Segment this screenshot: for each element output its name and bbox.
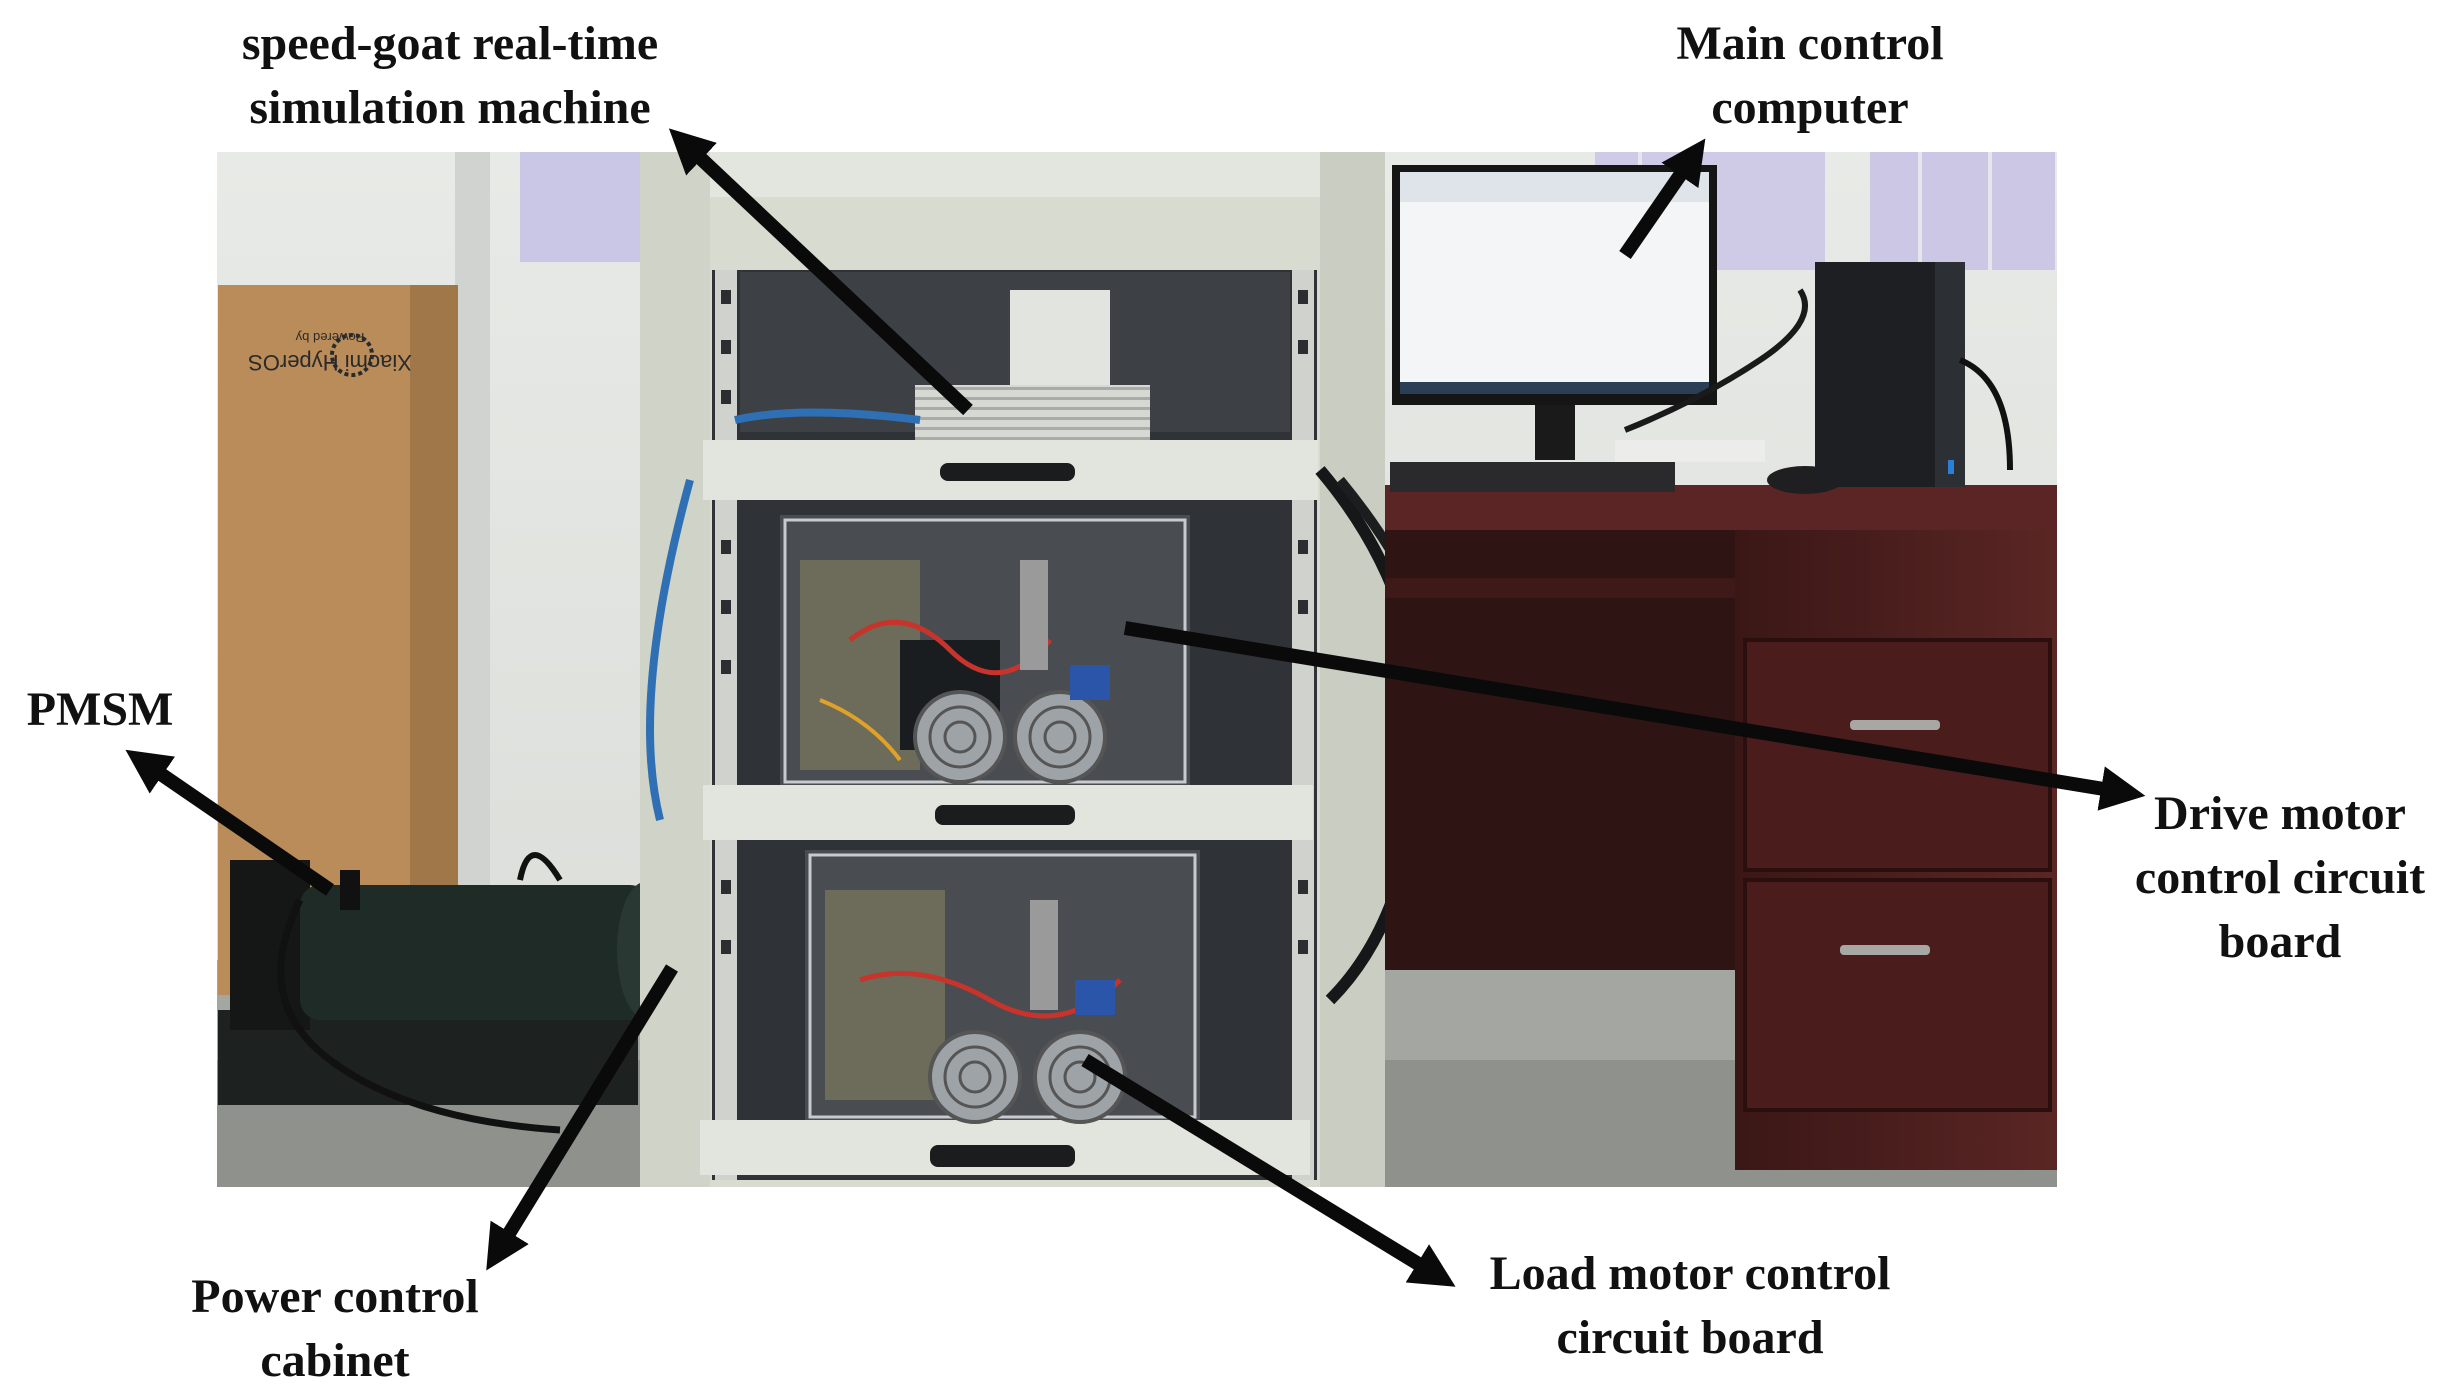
load-board-enclosure xyxy=(805,850,1200,1124)
window-left xyxy=(520,152,640,262)
label-drive-board-line3: board xyxy=(2218,915,2342,968)
label-power-cabinet-line1: Power control xyxy=(191,1270,479,1323)
arrow-speedgoat xyxy=(668,128,973,416)
arrow-pmsm xyxy=(125,749,334,896)
label-drive-board-line2: control circuit xyxy=(2134,851,2426,904)
label-main-computer-line2: computer xyxy=(1711,81,1909,134)
lab-photo: Xiaomi HyperOS Powered by xyxy=(217,152,2057,1187)
arrow-drive-board xyxy=(1123,621,2146,811)
label-drive-motor-board: Drive motor control circuit board xyxy=(2105,782,2455,974)
arrow-load-board xyxy=(1081,1054,1456,1287)
label-pmsm-line1: PMSM xyxy=(26,683,174,736)
label-speedgoat-line1: speed-goat real-time xyxy=(241,17,659,70)
label-load-motor-board: Load motor control circuit board xyxy=(1440,1242,1940,1370)
box-brand-text: Xiaomi HyperOS xyxy=(248,350,412,375)
power-control-cabinet xyxy=(640,152,1461,1187)
label-drive-board-line1: Drive motor xyxy=(2154,787,2406,840)
drive-board-enclosure xyxy=(780,515,1190,785)
label-load-board-line2: circuit board xyxy=(1556,1311,1824,1364)
label-load-board-line1: Load motor control xyxy=(1489,1247,1891,1300)
pmsm-motor xyxy=(218,852,673,1134)
box-brand-subtext: Powered by xyxy=(295,330,364,345)
arrow-main-computer xyxy=(1619,138,1706,259)
desk xyxy=(1385,485,2057,1170)
label-power-control-cabinet: Power control cabinet xyxy=(160,1265,510,1393)
label-speedgoat-line2: simulation machine xyxy=(249,81,651,134)
tower-pc xyxy=(1815,262,2013,487)
label-power-cabinet-line2: cabinet xyxy=(260,1334,410,1387)
label-speedgoat-machine: speed-goat real-time simulation machine xyxy=(200,12,700,140)
label-main-control-computer: Main control computer xyxy=(1610,12,2010,140)
label-pmsm: PMSM xyxy=(0,678,200,742)
label-main-computer-line1: Main control xyxy=(1676,17,1944,70)
keyboard xyxy=(1390,462,1675,492)
window-right xyxy=(1870,152,2055,270)
arrow-power-cabinet xyxy=(486,964,678,1271)
